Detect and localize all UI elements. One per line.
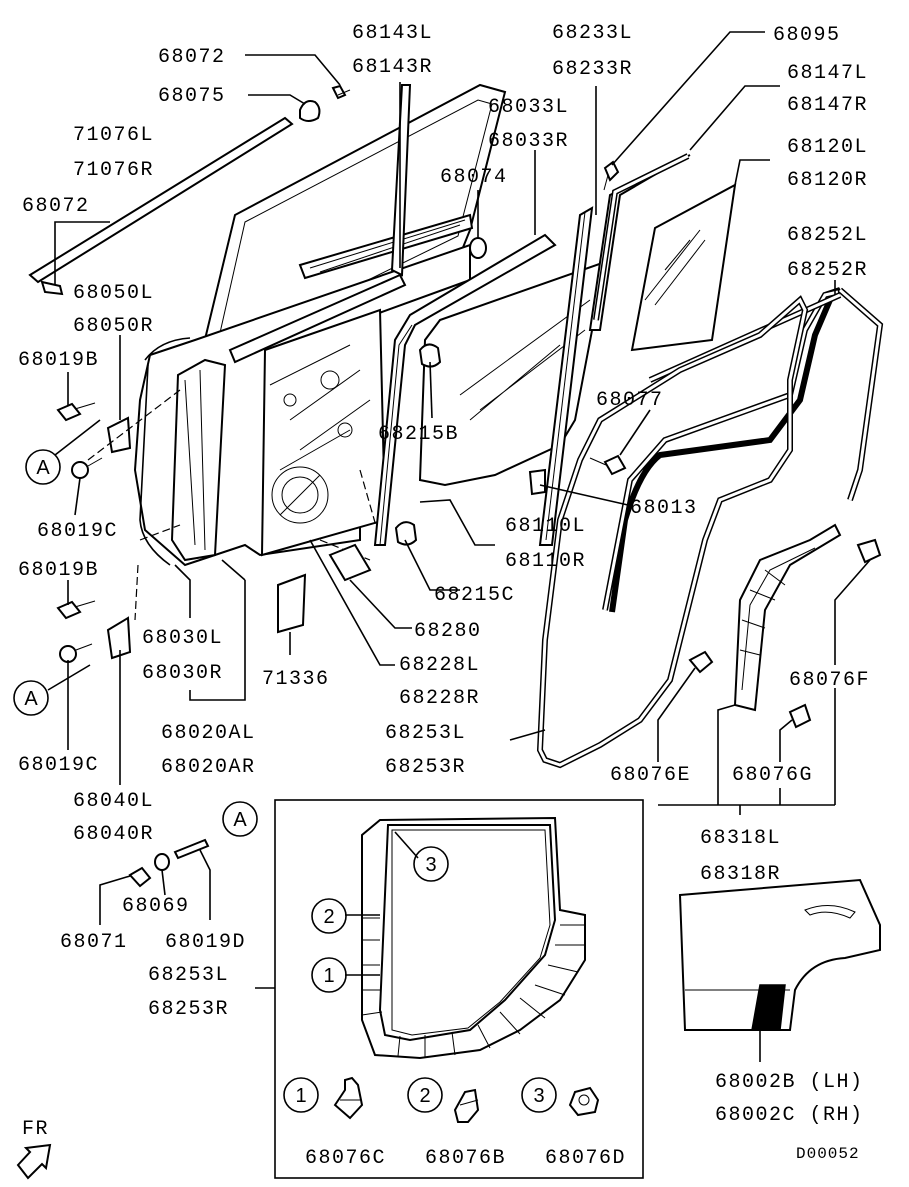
weatherstrip-detail-inset <box>274 799 644 1179</box>
label-68077: 68077 <box>596 389 664 412</box>
svg-text:3: 3 <box>425 854 436 876</box>
center-sash <box>390 84 412 277</box>
label-68252R: 68252R <box>787 259 868 282</box>
callout-circles: A A A 3 2 1 1 2 3 <box>13 449 557 1113</box>
label-68076B: 68076B <box>425 1147 506 1170</box>
label-68233L: 68233L <box>552 22 633 45</box>
callout-1-clip <box>283 1077 319 1113</box>
front-direction-arrow <box>16 1143 52 1180</box>
label-68252L: 68252L <box>787 224 868 247</box>
svg-text:3: 3 <box>533 1085 544 1107</box>
label-68019B-upper: 68019B <box>18 349 99 372</box>
label-68071: 68071 <box>60 931 128 954</box>
label-68019C-lower: 68019C <box>18 754 99 777</box>
label-68076E: 68076E <box>610 764 691 787</box>
glass-run-channel <box>373 233 557 546</box>
label-68110L: 68110L <box>505 515 586 538</box>
clip-68076B <box>453 1088 480 1123</box>
svg-text:A: A <box>233 809 247 831</box>
label-68233R: 68233R <box>552 58 633 81</box>
svg-text:2: 2 <box>419 1085 430 1107</box>
label-68076D: 68076D <box>545 1147 626 1170</box>
belt-moulding <box>228 273 407 364</box>
label-68013: 68013 <box>630 497 698 520</box>
label-68110R: 68110R <box>505 550 586 573</box>
label-68143R: 68143R <box>352 56 433 79</box>
label-68074: 68074 <box>440 166 508 189</box>
callout-A-upper <box>25 449 61 485</box>
label-71076L: 71076L <box>73 124 154 147</box>
callout-1-inset <box>311 957 347 993</box>
clip-68076D <box>568 1086 600 1117</box>
label-68215B: 68215B <box>378 423 459 446</box>
label-68040R: 68040R <box>73 823 154 846</box>
part-labels: 68143L 68143R 68233L 68233R 68095 68072 … <box>18 22 870 1170</box>
label-68147L: 68147L <box>787 62 868 85</box>
label-68030L: 68030L <box>142 627 223 650</box>
label-68147R: 68147R <box>787 94 868 117</box>
fasteners <box>28 84 882 888</box>
label-68228L: 68228L <box>399 654 480 677</box>
label-68033R: 68033R <box>488 130 569 153</box>
label-68069: 68069 <box>122 895 190 918</box>
label-68072-left: 68072 <box>22 195 90 218</box>
fender-tape-stripe <box>751 984 786 1031</box>
leader-lines <box>47 31 871 1062</box>
svg-text:A: A <box>24 688 38 710</box>
label-68050R: 68050R <box>73 315 154 338</box>
door-inner-panel <box>260 308 387 557</box>
label-68280: 68280 <box>414 620 482 643</box>
label-68143L: 68143L <box>352 22 433 45</box>
door-panel-assembly <box>133 83 507 567</box>
label-68076C: 68076C <box>305 1147 386 1170</box>
label-68253R-inset: 68253R <box>148 998 229 1021</box>
label-68228R: 68228R <box>399 687 480 710</box>
label-68019B-lower: 68019B <box>18 559 99 582</box>
svg-text:1: 1 <box>323 965 334 987</box>
label-68020AL: 68020AL <box>161 722 256 745</box>
callout-2-clip <box>407 1077 443 1113</box>
callout-3-inset <box>413 846 449 882</box>
callout-2-inset <box>311 898 347 934</box>
label-68095: 68095 <box>773 24 841 47</box>
label-68075: 68075 <box>158 85 226 108</box>
callout-A-lower <box>13 680 49 716</box>
label-68318R: 68318R <box>700 863 781 886</box>
label-68019C-upper: 68019C <box>37 520 118 543</box>
label-68076G: 68076G <box>732 764 813 787</box>
callout-3-clip <box>521 1077 557 1113</box>
division-channel <box>538 206 594 546</box>
label-68253R-main: 68253R <box>385 756 466 779</box>
label-68020AR: 68020AR <box>161 756 256 779</box>
front-label: FR <box>22 1118 49 1141</box>
label-68253L-main: 68253L <box>385 722 466 745</box>
label-68040L: 68040L <box>73 790 154 813</box>
label-68002B: 68002B (LH) <box>715 1071 864 1094</box>
clip-68076C <box>333 1076 364 1120</box>
window-regulator <box>269 344 371 524</box>
figure-code: D00052 <box>796 1145 860 1163</box>
label-68076F: 68076F <box>789 669 870 692</box>
label-68072-top: 68072 <box>158 46 226 69</box>
label-68253L-inset: 68253L <box>148 964 229 987</box>
label-68002C: 68002C (RH) <box>715 1104 864 1127</box>
label-71076R: 71076R <box>73 159 154 182</box>
rear-fender-panel <box>678 878 881 1031</box>
label-68033L: 68033L <box>488 96 569 119</box>
label-68030R: 68030R <box>142 662 223 685</box>
svg-text:A: A <box>36 457 50 479</box>
label-68120L: 68120L <box>787 136 868 159</box>
svg-text:2: 2 <box>323 906 334 928</box>
wheel-arch-moulding <box>733 523 842 712</box>
label-68318L: 68318L <box>700 827 781 850</box>
callout-A-bolt <box>222 801 258 837</box>
svg-text:1: 1 <box>295 1085 306 1107</box>
label-68120R: 68120R <box>787 169 868 192</box>
label-71336: 71336 <box>262 668 330 691</box>
label-68050L: 68050L <box>73 282 154 305</box>
label-68019D: 68019D <box>165 931 246 954</box>
hinge-pillar <box>170 358 227 562</box>
label-68215C: 68215C <box>434 584 515 607</box>
